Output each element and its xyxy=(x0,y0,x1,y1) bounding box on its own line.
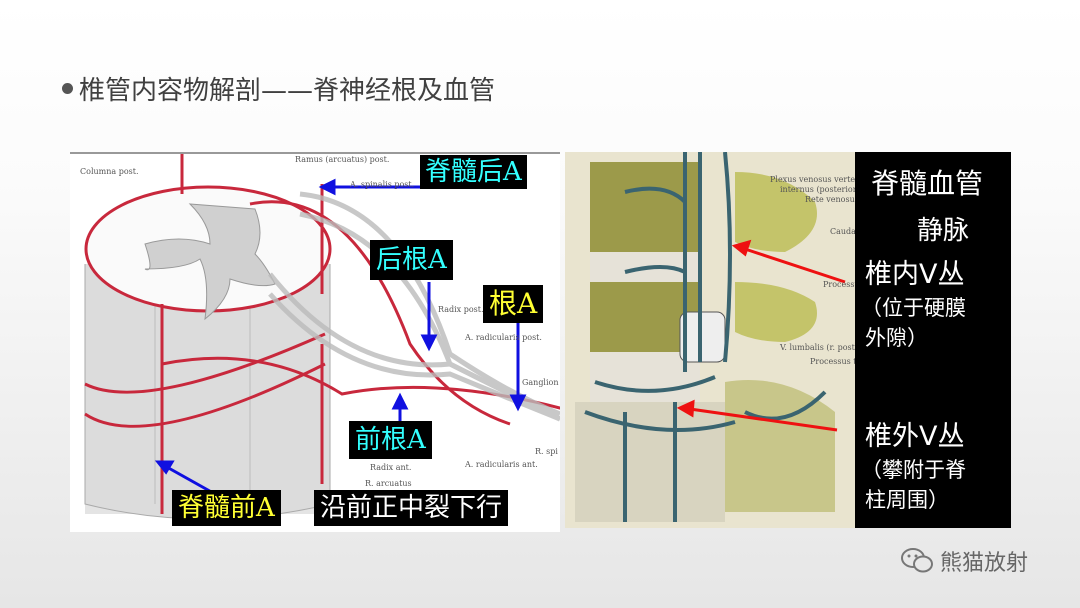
svg-text:R. arcuatus: R. arcuatus xyxy=(365,479,412,488)
svg-text:internus (posterior): internus (posterior) xyxy=(780,185,855,194)
venous-plexus-caption-panel: 脊髓血管 静脉 椎内V丛 （位于硬膜 外隙） 椎外V丛 （攀附于脊 柱周围） xyxy=(855,152,1011,528)
label-anterior-root-artery: 前根A xyxy=(349,421,432,459)
label-external-vertebral-plexus: 椎外V丛 xyxy=(865,421,965,452)
label-posterior-root-artery: 后根A xyxy=(370,240,453,280)
spinal-cord-artery-illustration: Columna post. Ramus (arcuatus) post. A. s… xyxy=(70,152,560,532)
label-root-artery: 根A xyxy=(483,285,544,323)
svg-text:Processus trans: Processus trans xyxy=(810,357,855,366)
svg-text:Ganglion: Ganglion xyxy=(522,378,559,387)
svg-text:Processus: Processus xyxy=(823,280,855,289)
external-plexus-note: （攀附于脊 xyxy=(861,458,966,482)
svg-text:Radix ant.: Radix ant. xyxy=(370,463,411,472)
svg-text:A. radicularis post.: A. radicularis post. xyxy=(464,333,542,342)
svg-text:Ramus (arcuatus) post.: Ramus (arcuatus) post. xyxy=(295,155,389,164)
watermark: 熊猫放射 xyxy=(900,545,1028,577)
panel-subheading-vein: 静脉 xyxy=(917,216,970,246)
vertebral-venous-plexus-illustration: Plexus venosus vertebralisinternus (post… xyxy=(565,152,855,528)
internal-plexus-note-cont: 外隙） xyxy=(865,326,928,350)
watermark-text: 熊猫放射 xyxy=(940,551,1029,576)
svg-text:A. spinalis post.: A. spinalis post. xyxy=(349,180,414,189)
svg-text:Plexus venosus vertebralis: Plexus venosus vertebralis xyxy=(770,175,855,184)
svg-text:Radix post.: Radix post. xyxy=(438,305,484,314)
label-anterior-spinal-artery: 脊髓前A xyxy=(172,490,281,526)
svg-text:A. radicularis ant.: A. radicularis ant. xyxy=(464,460,538,469)
internal-plexus-note: （位于硬膜 xyxy=(861,296,966,320)
wechat-icon xyxy=(901,548,933,573)
svg-text:Rete venosum ve: Rete venosum ve xyxy=(805,195,855,204)
svg-text:R. spi: R. spi xyxy=(535,447,558,456)
bullet-icon xyxy=(62,83,73,94)
panel-heading: 脊髓血管 xyxy=(871,167,984,200)
svg-text:Cauda: Cauda xyxy=(830,227,855,236)
svg-text:V. lumbalis (r. posterior): V. lumbalis (r. posterior) xyxy=(779,343,855,352)
label-internal-vertebral-plexus: 椎内V丛 xyxy=(865,259,965,290)
external-plexus-note-cont: 柱周围） xyxy=(865,488,949,512)
label-posterior-spinal-artery: 脊髓后A xyxy=(420,155,527,189)
svg-text:Columna post.: Columna post. xyxy=(80,167,139,176)
slide-title: 椎管内容物解剖——脊神经根及血管 xyxy=(62,70,495,107)
label-anterior-fissure-note: 沿前正中裂下行 xyxy=(314,490,509,526)
